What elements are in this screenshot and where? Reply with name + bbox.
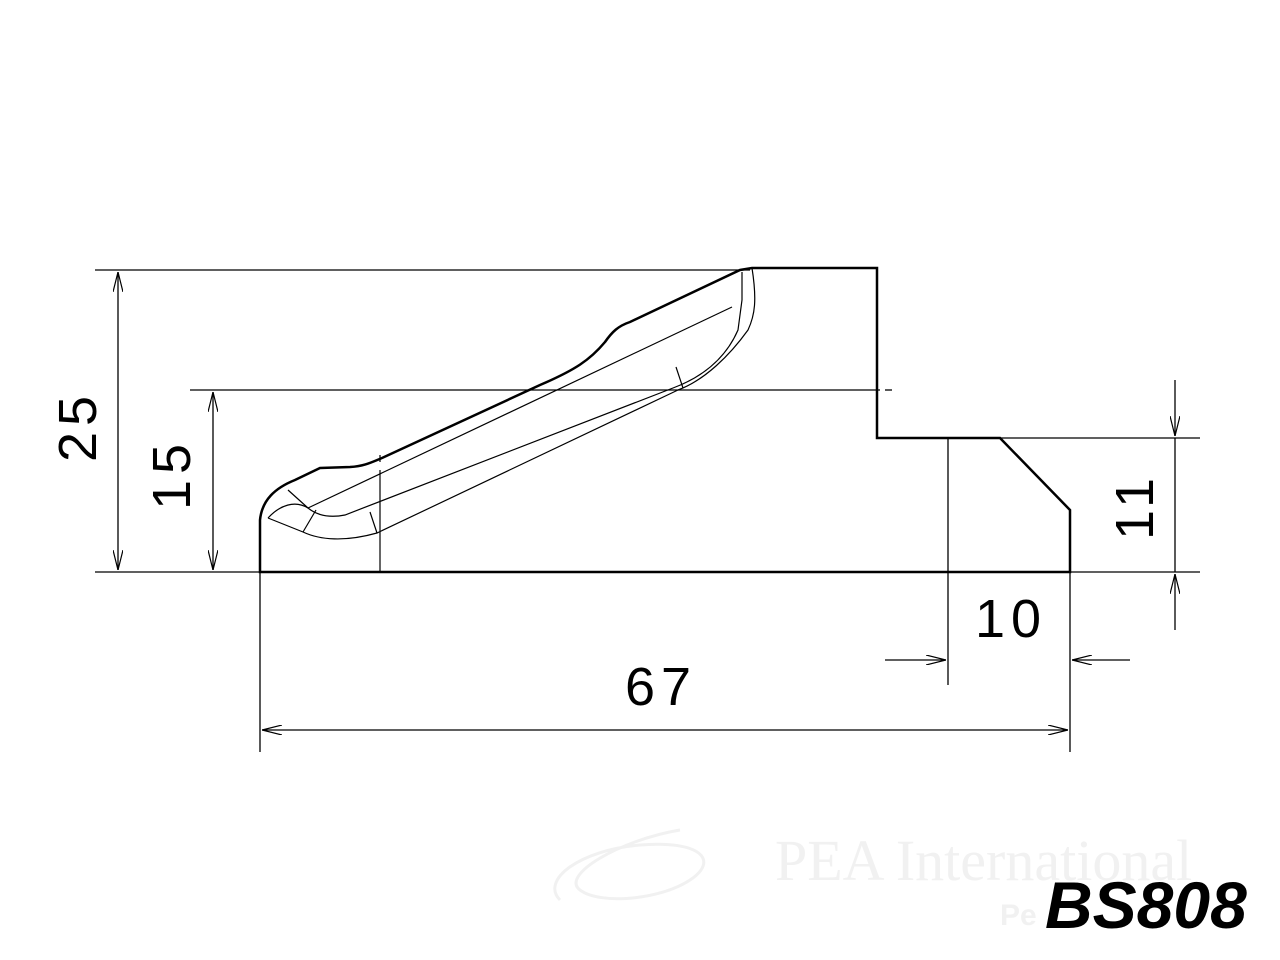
svg-text:Pe: Pe xyxy=(1000,899,1037,932)
product-code: BS808 xyxy=(1045,868,1247,942)
dim-label-11: 11 xyxy=(1105,472,1165,540)
dim-label-67: 67 xyxy=(625,657,697,717)
watermark-logo: PEA International Pe xyxy=(553,828,1192,932)
dimension-lines xyxy=(118,272,1175,730)
extension-lines xyxy=(95,269,1200,752)
dim-label-15: 15 xyxy=(142,438,202,510)
profile-inner-lines xyxy=(267,267,756,572)
dim-label-25: 25 xyxy=(48,390,108,462)
profile-outline xyxy=(258,266,1072,574)
svg-text:PEA International: PEA International xyxy=(775,828,1192,893)
dim-label-10: 10 xyxy=(975,589,1047,649)
